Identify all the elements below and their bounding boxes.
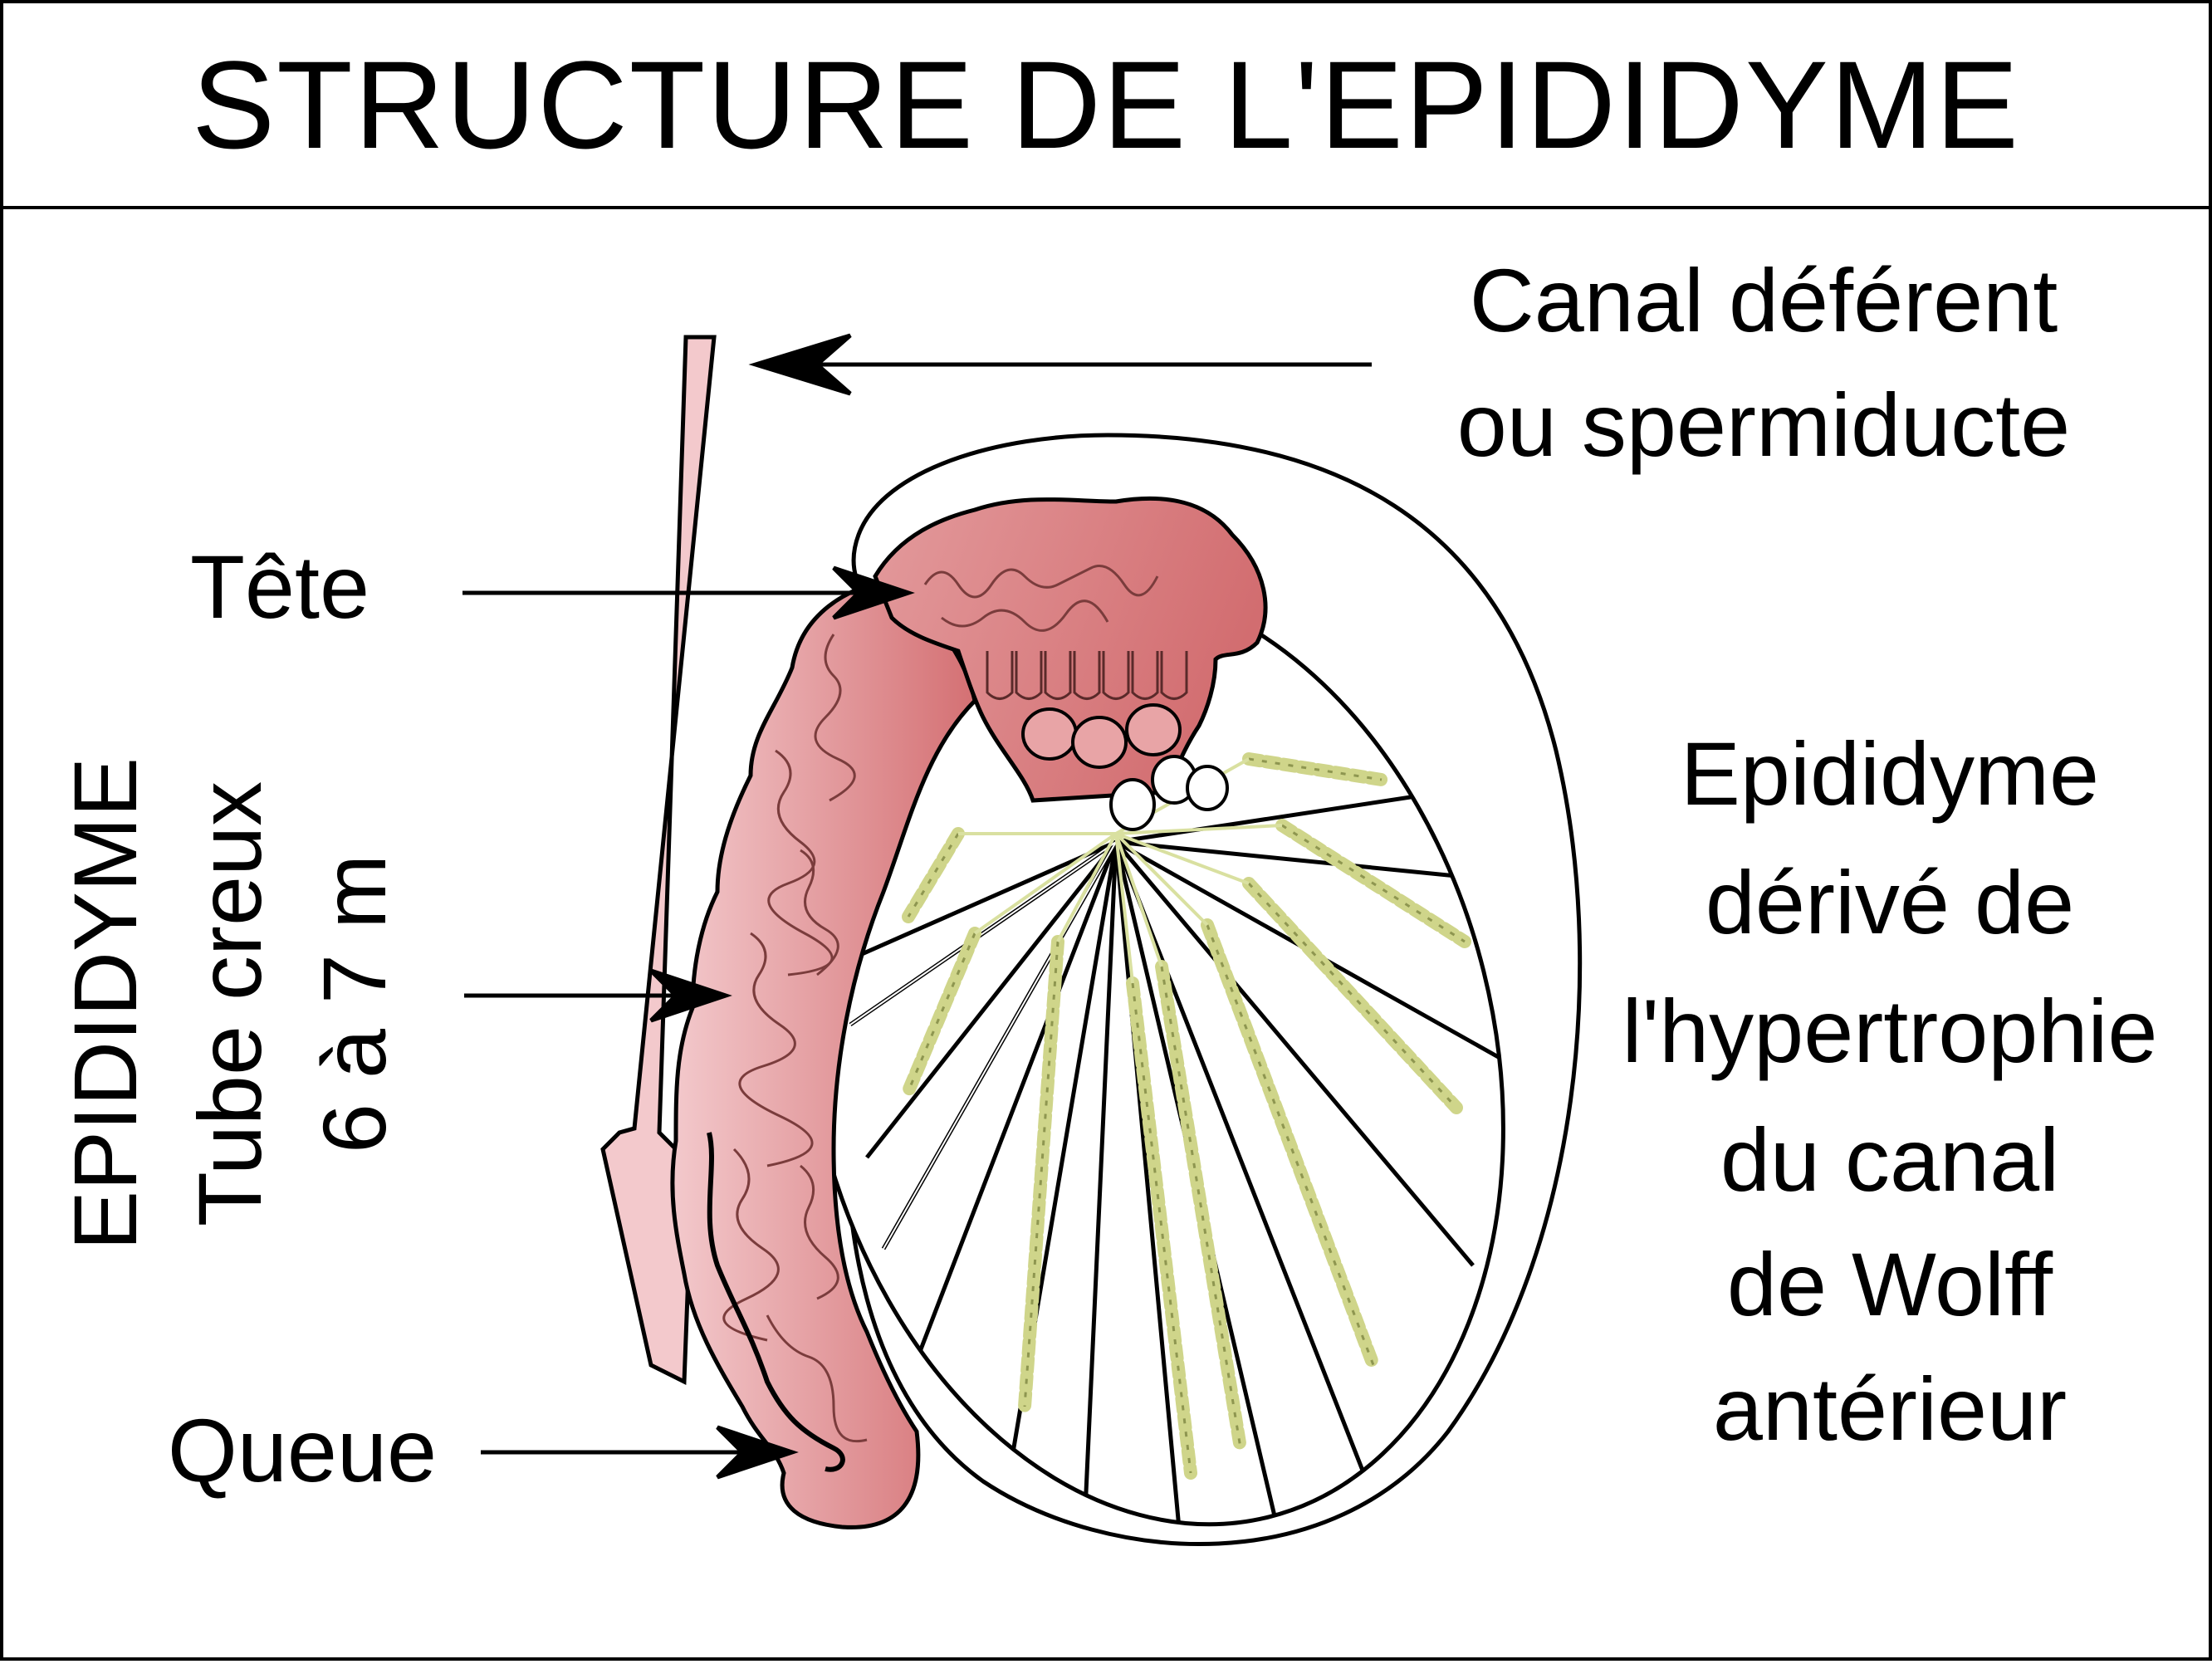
- label-right-line3: l'hypertrophie: [1622, 981, 2158, 1081]
- label-tete: Tête: [190, 536, 369, 637]
- efferent-ductules: [986, 651, 1188, 700]
- label-tube-creux: Tube creux: [179, 781, 280, 1226]
- label-length: 6 à 7 m: [304, 854, 404, 1153]
- label-canal-deferent-line1: Canal déférent: [1470, 250, 2058, 350]
- label-canal-deferent-line2: ou spermiducte: [1457, 374, 2070, 475]
- diagram-title: STRUCTURE DE L'EPIDIDYME: [192, 34, 2020, 174]
- arrows: [462, 333, 1372, 1480]
- label-right-line2: dérivé de: [1705, 852, 2074, 952]
- epididymal-coils: [722, 565, 1159, 1442]
- label-epididyme-vertical: EPIDIDYME: [55, 757, 155, 1250]
- epididymis-diagram: Canal déférent ou spermiducte Tête Queue…: [55, 250, 2158, 1565]
- rete-testis: [1021, 703, 1229, 831]
- title-bar: STRUCTURE DE L'EPIDIDYME: [3, 3, 2209, 209]
- label-right-line1: Epididyme: [1681, 723, 2099, 824]
- testis-septa-core: [849, 841, 1117, 1250]
- vertical-label-group: EPIDIDYME Tube creux 6 à 7 m: [55, 757, 404, 1250]
- vas-deferens-loop: [707, 1132, 845, 1472]
- label-right-line5: de Wolff: [1727, 1234, 2053, 1334]
- label-right-line6: antérieur: [1713, 1358, 2067, 1459]
- epididymis-body: [670, 574, 977, 1529]
- seminiferous-tubules-detail: [907, 757, 1466, 1474]
- label-queue: Queue: [168, 1400, 437, 1500]
- label-right-line4: du canal: [1720, 1109, 2059, 1210]
